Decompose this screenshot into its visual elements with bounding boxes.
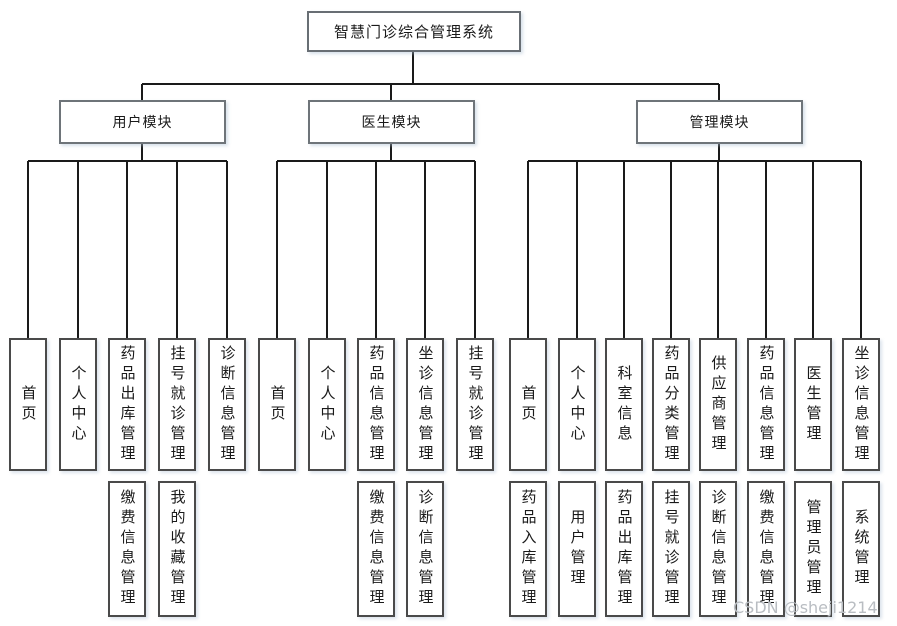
leaf-node: 个人中心: [308, 338, 346, 471]
leaf-node-label: 个人中心: [318, 364, 337, 445]
leaf-node: 诊断信息管理: [208, 338, 246, 471]
leaf-node-label: 药品入库管理: [519, 489, 538, 609]
leaf-node-label: 缴费信息管理: [367, 489, 386, 609]
leaf-node-label: 药品信息管理: [757, 344, 776, 465]
leaf-node-label: 诊断信息管理: [709, 489, 728, 609]
leaf-node: 系统管理: [842, 481, 880, 617]
leaf-node: 缴费信息管理: [747, 481, 785, 617]
leaf-node: 诊断信息管理: [699, 481, 737, 617]
leaf-node: 药品入库管理: [509, 481, 547, 617]
leaf-node-label: 挂号就诊管理: [168, 344, 187, 465]
leaf-node-label: 挂号就诊管理: [662, 489, 681, 609]
leaf-node: 坐诊信息管理: [406, 338, 444, 471]
leaf-node: 我的收藏管理: [158, 481, 196, 617]
leaf-node-label: 药品出库管理: [118, 344, 137, 465]
leaf-node: 供应商管理: [699, 338, 737, 471]
leaf-node-label: 药品出库管理: [615, 489, 634, 609]
leaf-node: 坐诊信息管理: [842, 338, 880, 471]
leaf-node: 药品信息管理: [357, 338, 395, 471]
leaf-node: 缴费信息管理: [108, 481, 146, 617]
leaf-node: 首页: [9, 338, 47, 471]
leaf-node: 药品信息管理: [747, 338, 785, 471]
leaf-node: 个人中心: [59, 338, 97, 471]
leaf-node-label: 个人中心: [568, 364, 587, 445]
leaf-node-label: 供应商管理: [709, 354, 728, 455]
leaf-node: 个人中心: [558, 338, 596, 471]
leaf-node: 用户管理: [558, 481, 596, 617]
leaf-node-label: 挂号就诊管理: [466, 344, 485, 465]
leaf-node: 管理员管理: [794, 481, 832, 617]
leaf-node-label: 药品信息管理: [367, 344, 386, 465]
module-node: 医生模块: [308, 100, 475, 144]
leaf-node-label: 系统管理: [852, 509, 871, 589]
leaf-node-label: 首页: [268, 384, 287, 425]
watermark: CSDN @sheji1214: [733, 598, 878, 617]
leaf-node-label: 首页: [19, 384, 38, 425]
leaf-node: 药品出库管理: [108, 338, 146, 471]
leaf-node: 药品分类管理: [652, 338, 690, 471]
leaf-node-label: 坐诊信息管理: [852, 344, 871, 465]
leaf-node-label: 药品分类管理: [662, 344, 681, 465]
leaf-node: 科室信息: [605, 338, 643, 471]
leaf-node-label: 首页: [519, 384, 538, 425]
leaf-node-label: 科室信息: [615, 364, 634, 445]
leaf-node-label: 诊断信息管理: [416, 489, 435, 609]
leaf-node-label: 医生管理: [804, 364, 823, 445]
diagram-root-node: 智慧门诊综合管理系统: [307, 11, 521, 52]
leaf-node-label: 用户管理: [568, 509, 587, 589]
leaf-node: 挂号就诊管理: [158, 338, 196, 471]
leaf-node-label: 缴费信息管理: [118, 489, 137, 609]
leaf-node: 医生管理: [794, 338, 832, 471]
module-node: 管理模块: [636, 100, 803, 144]
leaf-node-label: 坐诊信息管理: [416, 344, 435, 465]
leaf-node-label: 诊断信息管理: [218, 344, 237, 465]
leaf-node-label: 我的收藏管理: [168, 489, 187, 609]
leaf-node: 缴费信息管理: [357, 481, 395, 617]
leaf-node-label: 个人中心: [69, 364, 88, 445]
module-node: 用户模块: [59, 100, 226, 144]
leaf-node-label: 缴费信息管理: [757, 489, 776, 609]
leaf-node: 诊断信息管理: [406, 481, 444, 617]
leaf-node: 首页: [509, 338, 547, 471]
leaf-node: 首页: [258, 338, 296, 471]
leaf-node: 挂号就诊管理: [456, 338, 494, 471]
leaf-node-label: 管理员管理: [804, 499, 823, 599]
leaf-node: 药品出库管理: [605, 481, 643, 617]
leaf-node: 挂号就诊管理: [652, 481, 690, 617]
